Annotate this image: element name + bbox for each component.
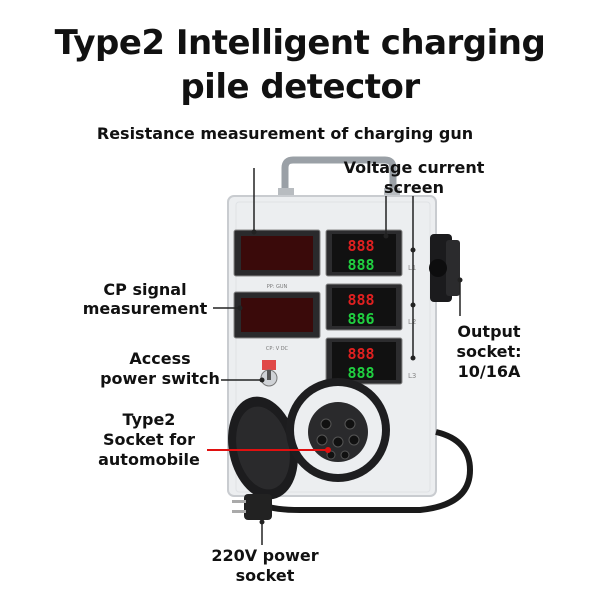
label-power-socket-2: socket	[235, 566, 295, 585]
label-voltage-current-screen-1: Voltage current	[343, 158, 485, 177]
meter1-phase: L1	[408, 264, 416, 272]
label-power-socket-1: 220V power	[211, 546, 319, 565]
power-plug	[232, 494, 272, 520]
meter1-amps: 888	[347, 256, 374, 274]
voltage-meter-l2: 888 886 L2	[325, 283, 416, 331]
meter2-phase: L2	[408, 318, 416, 326]
meter2-volts: 888	[347, 291, 374, 309]
label-output-socket-1: Output	[457, 322, 521, 341]
meter3-phase: L3	[408, 372, 416, 380]
power-cable	[260, 429, 474, 513]
voltage-meter-l1: 888 888 L1	[325, 229, 416, 277]
label-output-socket-3: 10/16A	[457, 362, 521, 381]
label-type2-socket-1: Type2	[122, 410, 176, 429]
access-power-switch	[260, 360, 278, 387]
label-cp-signal-1: CP signal	[103, 280, 187, 299]
label-access-switch-2: power switch	[100, 369, 220, 388]
carry-handle	[281, 156, 397, 195]
type2-socket	[228, 378, 390, 500]
label-type2-socket-2: Socket for	[102, 430, 196, 449]
label-output-socket-2: socket:	[456, 342, 522, 361]
voltage-meter-l3: 888 888 L3	[325, 337, 416, 385]
page-title-line1: Type2 Intelligent charging	[54, 23, 546, 63]
page-title-line2: pile detector	[180, 67, 420, 107]
label-resistance-measurement: Resistance measurement of charging gun	[96, 124, 474, 143]
pp-tag: PP: GUN	[267, 284, 288, 290]
meter2-amps: 886	[347, 310, 374, 328]
label-type2-socket-3: automobile	[98, 450, 200, 469]
output-socket	[429, 234, 460, 302]
meter1-volts: 888	[347, 237, 374, 255]
label-access-switch-1: Access	[129, 349, 191, 368]
label-voltage-current-screen-2: screen	[384, 178, 444, 197]
meter3-volts: 888	[347, 345, 374, 363]
meter3-amps: 888	[347, 364, 374, 382]
cp-tag: CP: V DC	[266, 346, 289, 352]
label-cp-signal-2: measurement	[82, 299, 208, 318]
